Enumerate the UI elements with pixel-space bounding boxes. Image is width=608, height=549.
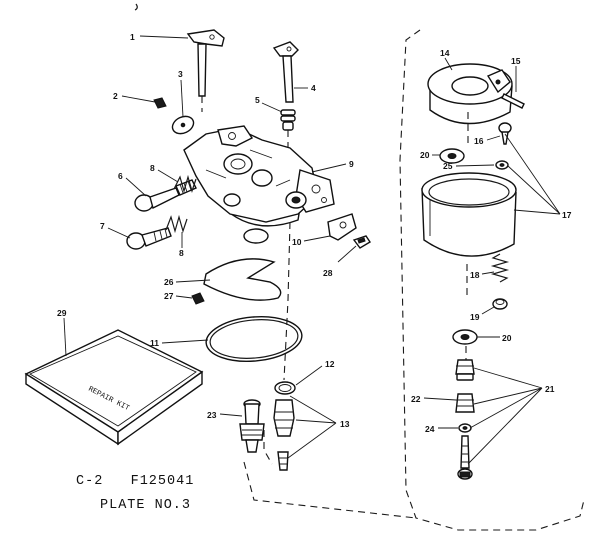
callout-4: 4: [294, 83, 316, 93]
seat-part-25: [495, 160, 509, 170]
washer-part-20a: [439, 148, 465, 164]
callout-11: 11: [150, 338, 209, 348]
callout-5: 5: [255, 95, 283, 113]
callout-20a: 20: [420, 150, 440, 160]
screw-part-28: [352, 235, 371, 249]
callout-20b-label: 20: [502, 333, 512, 343]
callout-29-label: 29: [57, 308, 67, 318]
idle-screw-part-7: [126, 227, 172, 250]
callout-3: 3: [178, 69, 184, 118]
callout-8a: 8: [150, 163, 179, 183]
callout-8b-label: 8: [179, 248, 184, 258]
callout-21: 21: [467, 367, 555, 465]
callout-14: 14: [440, 48, 453, 71]
callout-17-label: 17: [562, 210, 572, 220]
callout-15-label: 15: [511, 56, 521, 66]
screw-part-2: [153, 97, 167, 109]
callout-18-label: 18: [470, 270, 480, 280]
ring-part-22: [455, 393, 475, 413]
washer-part-20b: [452, 329, 478, 345]
callout-5-label: 5: [255, 95, 260, 105]
callout-6-label: 6: [118, 171, 123, 181]
callout-9: 9: [311, 159, 354, 173]
callout-12-label: 12: [325, 359, 335, 369]
throttle-disc-part: [171, 115, 195, 135]
throttle-shaft-part: [186, 29, 225, 112]
callout-9-label: 9: [349, 159, 354, 169]
spring-part-8a: [173, 174, 197, 194]
callout-19-label: 19: [470, 312, 480, 322]
carburetor-body-part: [183, 125, 335, 244]
callout-4-label: 4: [311, 83, 316, 93]
jet-part-13: [273, 399, 295, 471]
callout-27-label: 27: [164, 291, 174, 301]
spring-part-8b: [165, 214, 188, 234]
callout-8a-label: 8: [150, 163, 155, 173]
callout-13: 13: [287, 395, 350, 459]
callout-24-label: 24: [425, 424, 435, 434]
callout-1: 1: [130, 32, 189, 42]
callout-10: 10: [292, 235, 331, 247]
cap-part-19: [492, 298, 508, 310]
needle-valve-part-16: [498, 122, 512, 145]
callout-7: 7: [100, 221, 131, 239]
hinge-pin-part-15: [501, 93, 525, 109]
corner-mark: [134, 3, 138, 11]
choke-shaft-part: [272, 41, 299, 103]
callout-22: 22: [411, 394, 457, 404]
callout-2: 2: [113, 91, 156, 103]
callout-8b: 8: [179, 232, 184, 258]
callout-24: 24: [425, 424, 458, 434]
callout-28a: 28: [323, 245, 357, 278]
callout-6: 6: [118, 171, 147, 197]
callout-10-label: 10: [292, 237, 302, 247]
callout-20b: 20: [477, 333, 512, 343]
callout-23-label: 23: [207, 410, 217, 420]
bowl-nut-part-21: [455, 359, 475, 381]
callout-20a-label: 20: [420, 150, 430, 160]
gasket-part-26: [203, 258, 282, 301]
needle-screw-part-6: [134, 179, 197, 212]
washer-part-24: [458, 423, 472, 433]
callout-2-label: 2: [113, 91, 118, 101]
callout-22-label: 22: [411, 394, 421, 404]
callout-17: 17: [504, 133, 572, 220]
float-bowl-part-17: [421, 172, 517, 257]
callout-11-label: 11: [150, 338, 159, 348]
caption-code: C-2 F125041: [76, 474, 194, 489]
caption-plate: PLATE NO.3: [100, 498, 191, 513]
callout-26-label: 26: [164, 277, 174, 287]
callout-16-label: 16: [474, 136, 484, 146]
o-ring-part-12: [274, 381, 296, 395]
callout-21-label: 21: [545, 384, 555, 394]
adjusting-screw-part: [457, 435, 473, 480]
callout-27: 27: [164, 291, 193, 301]
callout-13-label: 13: [340, 419, 350, 429]
float-part-14: [427, 63, 513, 125]
gasket-ring-part-11: [205, 315, 303, 363]
spring-part-18: [490, 253, 510, 283]
callout-19: 19: [470, 306, 495, 322]
callout-18: 18: [470, 270, 495, 280]
nozzle-part-23: [239, 399, 265, 453]
assembly-boundary: [399, 29, 585, 531]
repair-kit-box: [24, 329, 204, 446]
callout-25-label: 25: [443, 161, 453, 171]
callout-16: 16: [474, 135, 501, 146]
callout-25: 25: [443, 161, 495, 171]
callout-7-label: 7: [100, 221, 105, 231]
callout-1-label: 1: [130, 32, 135, 42]
callout-3-label: 3: [178, 69, 183, 79]
callout-26: 26: [164, 277, 211, 287]
plate-part-10: [327, 213, 357, 241]
callout-29: 29: [57, 308, 67, 357]
callout-15: 15: [511, 56, 521, 92]
choke-spring-part: [280, 109, 296, 150]
callout-28a-label: 28: [323, 268, 333, 278]
callout-14-label: 14: [440, 48, 450, 58]
callout-12: 12: [295, 359, 335, 386]
screw-part-27: [191, 292, 205, 305]
callout-23: 23: [207, 410, 243, 420]
